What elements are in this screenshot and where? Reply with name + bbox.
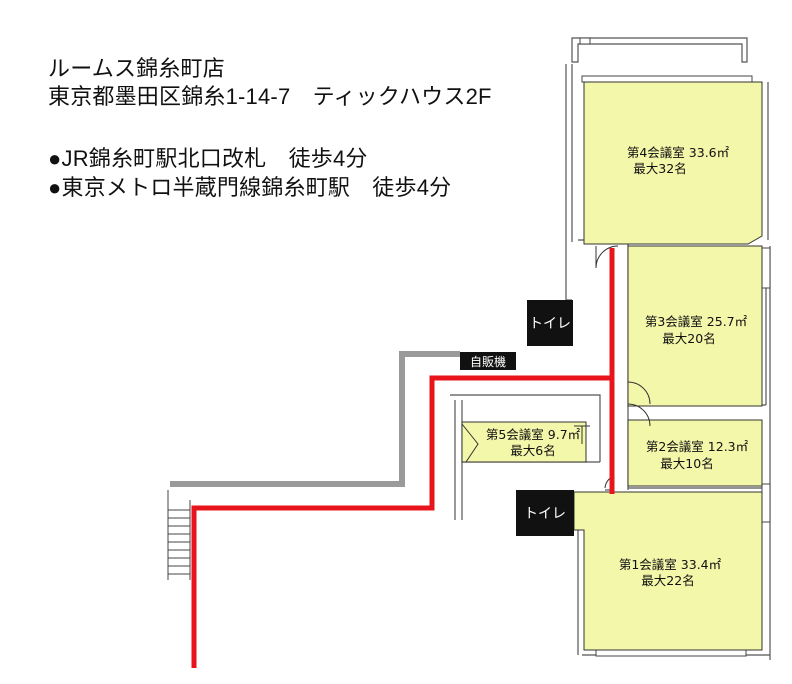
- access-metro: ●東京メトロ半蔵門線錦糸町駅 徒歩4分: [48, 175, 452, 200]
- room-4-name: 第4会議室 33.6㎡: [627, 145, 730, 160]
- room-2-name: 第2会議室 12.3㎡: [646, 439, 749, 454]
- access-jr: ●JR錦糸町駅北口改札 徒歩4分: [48, 146, 368, 171]
- toilet-lower-tag: トイレ: [516, 490, 574, 536]
- store-name: ルームス錦糸町店: [48, 56, 225, 81]
- room-3[interactable]: 第3会議室 25.7㎡ 最大20名: [627, 245, 763, 407]
- route-line: [191, 248, 615, 668]
- toilet-upper-tag: トイレ: [527, 300, 573, 346]
- room-3-area: [627, 245, 763, 407]
- room-5-capacity: 最大6名: [510, 443, 555, 458]
- store-address: 東京都墨田区錦糸1-14-7 ティックハウス2F: [48, 84, 492, 109]
- room-3-name: 第3会議室 25.7㎡: [645, 314, 748, 329]
- toilet-upper-label: トイレ: [529, 316, 571, 332]
- room-4[interactable]: 第4会議室 33.6㎡ 最大32名: [583, 81, 763, 245]
- room-1-name: 第1会議室 33.4㎡: [619, 557, 722, 572]
- walkway: [170, 351, 460, 487]
- room-4-area: [583, 81, 763, 245]
- room-4-capacity: 最大32名: [633, 161, 686, 176]
- room-3-capacity: 最大20名: [662, 331, 715, 346]
- vending-machine-tag: 自販機: [460, 352, 516, 370]
- room-2-capacity: 最大10名: [660, 456, 713, 471]
- room-2-area: [627, 419, 763, 487]
- room-2[interactable]: 第2会議室 12.3㎡ 最大10名: [627, 419, 763, 487]
- toilet-lower-label: トイレ: [524, 506, 566, 522]
- vending-machine-label: 自販機: [470, 354, 506, 369]
- room-1[interactable]: 第1会議室 33.4㎡ 最大22名: [573, 491, 763, 651]
- room-1-capacity: 最大22名: [641, 573, 694, 588]
- room-5-name: 第5会議室 9.7㎡: [486, 427, 581, 442]
- windows: [579, 37, 771, 657]
- staircase: [167, 490, 191, 580]
- room-5[interactable]: 第5会議室 9.7㎡ 最大6名: [461, 421, 587, 463]
- room-5-area: [461, 421, 587, 463]
